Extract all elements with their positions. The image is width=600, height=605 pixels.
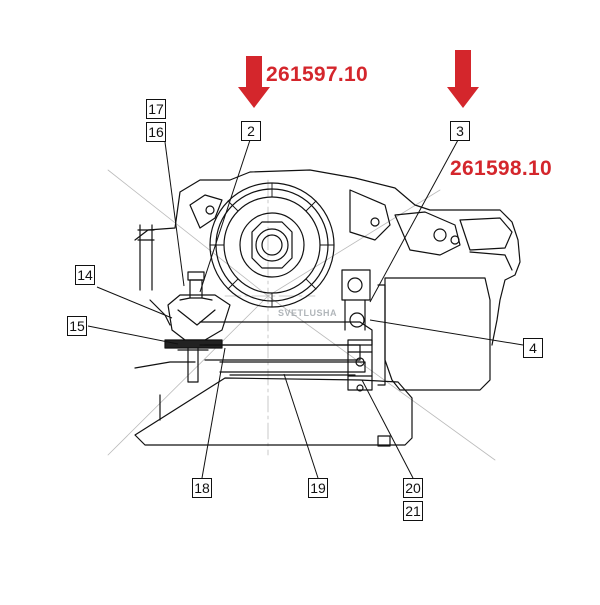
cross-member bbox=[199, 321, 373, 376]
callout-18: 18 bbox=[192, 478, 212, 498]
callout-19: 19 bbox=[308, 478, 328, 498]
oil-sump bbox=[134, 361, 413, 447]
callout-15: 15 bbox=[67, 316, 87, 336]
watermark: SVETLUSHA bbox=[278, 308, 338, 318]
callout-2: 2 bbox=[241, 121, 261, 141]
callout-3: 3 bbox=[450, 121, 470, 141]
callout-20: 20 bbox=[403, 478, 423, 498]
callout-16: 16 bbox=[146, 122, 166, 142]
down-arrow-icon-right bbox=[447, 50, 479, 108]
oil-filter bbox=[377, 277, 491, 391]
callout-14: 14 bbox=[75, 265, 95, 285]
construction-lines bbox=[107, 169, 496, 461]
part-number-right: 261598.10 bbox=[450, 157, 552, 180]
engine-mount-right bbox=[341, 269, 373, 392]
callout-4: 4 bbox=[523, 338, 543, 358]
engine-housing bbox=[134, 169, 521, 346]
left-hose bbox=[137, 224, 171, 326]
down-arrow-icon-left bbox=[238, 56, 270, 108]
callout-17: 17 bbox=[146, 99, 166, 119]
arrows bbox=[238, 50, 479, 108]
engine-mount-left bbox=[164, 271, 231, 383]
crankshaft-pulley bbox=[209, 182, 335, 308]
callout-21: 21 bbox=[403, 501, 423, 521]
part-number-left: 261597.10 bbox=[266, 63, 368, 86]
leader-lines bbox=[87, 139, 524, 479]
